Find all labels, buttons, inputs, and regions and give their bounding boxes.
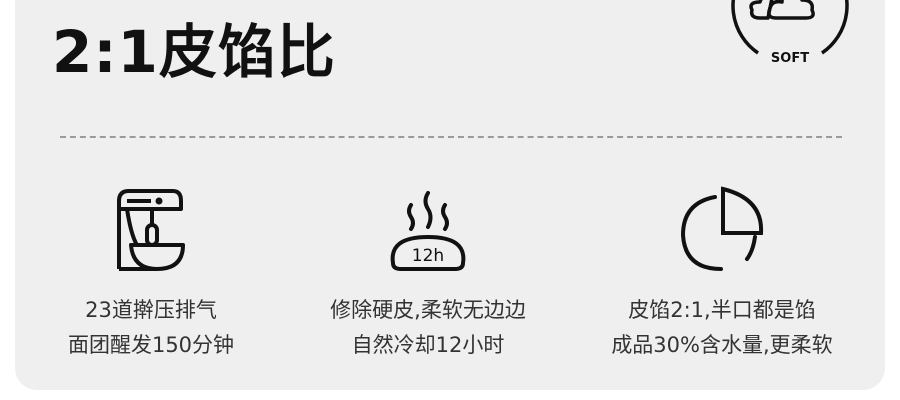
cloud-icon — [749, 0, 815, 20]
feature-line: 自然冷却12小时 — [351, 333, 505, 357]
icon-label: 12h — [412, 246, 444, 266]
feature-line: 成品30%含水量,更柔软 — [611, 333, 833, 357]
steaming-bun-icon: 12h — [390, 191, 466, 271]
feature-line: 皮馅2:1,半口都是馅 — [628, 298, 816, 322]
soft-badge: SOFT — [731, 0, 849, 66]
feature-ratio: 皮馅2:1,半口都是馅 成品30%含水量,更柔软 — [572, 185, 872, 363]
feature-kneading: 23道擀压排气 面团醒发150分钟 — [1, 185, 301, 363]
feature-line: 修除硬皮,柔软无边边 — [330, 298, 526, 322]
pie-chart-icon — [680, 186, 764, 271]
stand-mixer-icon — [117, 189, 185, 271]
headline: 2:1皮馅比 — [52, 18, 336, 86]
dashed-divider — [60, 136, 842, 138]
feature-line: 23道擀压排气 — [85, 298, 217, 322]
badge-label: SOFT — [771, 51, 809, 66]
feature-cooling: 12h 修除硬皮,柔软无边边 自然冷却12小时 — [278, 185, 578, 363]
feature-line: 面团醒发150分钟 — [67, 333, 235, 357]
